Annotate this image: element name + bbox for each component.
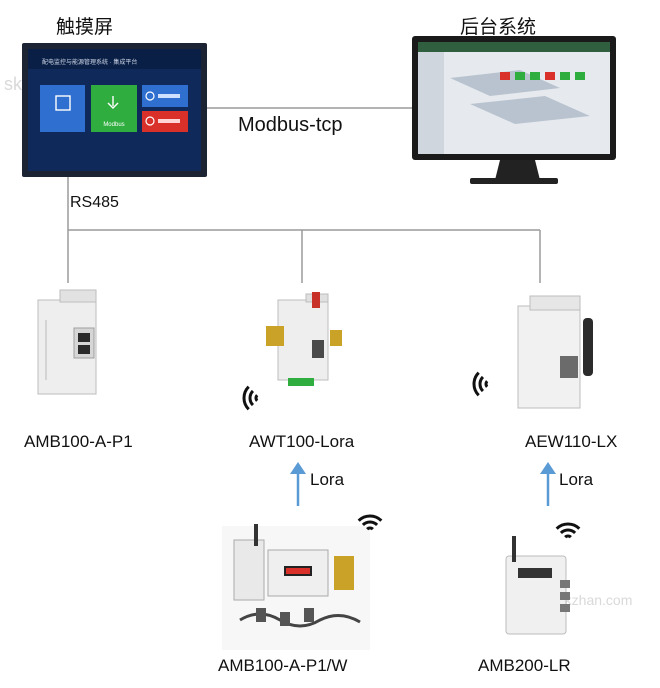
backend-title: 后台系统 xyxy=(460,17,537,38)
device-amb200-lr xyxy=(505,536,570,635)
device-amb100-a-p1-w xyxy=(222,524,370,650)
device-amb100-a-p1 xyxy=(37,289,97,395)
rs485-label: RS485 xyxy=(70,194,119,211)
touchscreen-device xyxy=(22,43,207,177)
touchscreen-title: 触摸屏 xyxy=(56,17,114,38)
signal-icon xyxy=(555,522,581,539)
lora-arrow-left xyxy=(290,462,306,506)
lora-label-left: Lora xyxy=(310,470,345,489)
device-label-amb100-a-p1-w: AMB100-A-P1/W xyxy=(218,656,348,675)
screen-tile-2 xyxy=(91,85,137,132)
lora-arrow-right xyxy=(540,462,556,506)
screen-tile-1 xyxy=(40,85,85,132)
touchscreen-header-text: 配电监控与能源管理系统 · 集成平台 xyxy=(42,58,137,66)
device-label-awt100-lora: AWT100-Lora xyxy=(249,432,355,451)
backend-monitor xyxy=(412,36,616,184)
screen-tile-2-label: Modbus xyxy=(103,122,124,128)
watermark-right: rkzhan.com xyxy=(560,592,633,608)
signal-icon xyxy=(242,385,259,411)
signal-icon xyxy=(357,514,383,531)
device-label-aew110-lx: AEW110-LX xyxy=(525,432,618,451)
lora-label-right: Lora xyxy=(559,470,594,489)
backend-display xyxy=(418,42,610,154)
device-label-amb100-a-p1: AMB100-A-P1 xyxy=(24,432,133,451)
device-awt100-lora xyxy=(266,292,342,386)
device-aew110-lx xyxy=(517,295,593,409)
modbus-tcp-label: Modbus-tcp xyxy=(238,114,343,136)
device-label-amb200-lr: AMB200-LR xyxy=(478,656,571,675)
signal-icon xyxy=(472,371,489,397)
